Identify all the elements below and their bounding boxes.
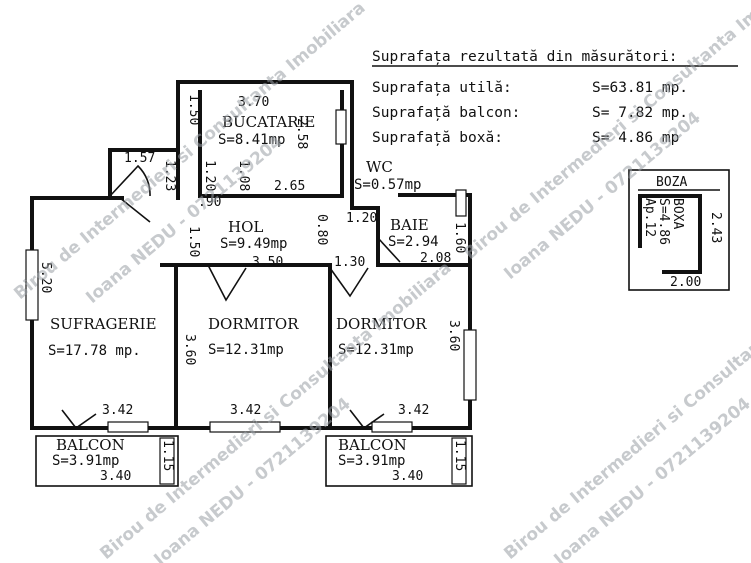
room-name-dormitor1: DORMITOR — [208, 315, 299, 333]
room-name-baie: BAIE — [390, 216, 429, 234]
dim-dorm1-bottom: 3.42 — [230, 403, 261, 418]
dim-balcon1-right: 1.15 — [160, 440, 175, 471]
window-baie — [455, 189, 467, 217]
boxa-dim-bottom: 2.00 — [670, 275, 701, 290]
boxa-dim-side: 2.43 — [708, 212, 723, 243]
dim-kitchen-right: 2.58 — [294, 118, 309, 149]
dim-123: 1.23 — [162, 160, 177, 191]
dim-kitchen-left: 1.50 — [186, 94, 201, 125]
summary-label-boxa: Suprafață boxă: — [372, 130, 503, 146]
watermark-line2-d: Ioana NEDU - 0721139204 — [550, 394, 751, 563]
room-name-balcon1: BALCON — [56, 436, 125, 454]
summary-value-balcon: S= 7.82 mp. — [592, 105, 688, 121]
room-area-balcon2: S=3.91mp — [338, 453, 405, 469]
boxa: BOZA BOXA S=4.86 Ap.12 2.43 2.00 — [628, 169, 730, 291]
room-name-hol: HOL — [228, 218, 263, 236]
doors — [61, 164, 401, 430]
dim-120b: 1.20 — [346, 211, 377, 226]
window-sufragerie — [25, 249, 39, 321]
summary-label-util: Suprafața utilă: — [372, 80, 512, 96]
watermark-line1-b: Birou de Intermedieri si Consultanta Imo… — [460, 0, 751, 264]
surface-summary: Suprafața rezultată din măsurători: Supr… — [372, 49, 738, 146]
dim-door-157: 1.57 — [124, 151, 155, 166]
window-dormitor2 — [463, 329, 477, 401]
dim-dorm2-right: 3.60 — [446, 320, 461, 351]
balcon2-window — [451, 437, 467, 485]
room-area-dormitor1: S=12.31mp — [208, 342, 284, 358]
dim-hol-left: 1.50 — [186, 226, 201, 257]
room-area-hol: S=9.49mp — [220, 236, 287, 252]
room-name-dormitor2: DORMITOR — [336, 315, 427, 333]
windows — [25, 109, 477, 433]
summary-label-balcon: Suprafață balcon: — [372, 105, 520, 121]
summary-value-boxa: S= 4.86 mp — [592, 130, 679, 146]
balcon1-outline — [35, 435, 179, 487]
dim-160: 1.60 — [452, 222, 467, 253]
dim-hol-right: 1.30 — [334, 255, 365, 270]
walls — [30, 80, 472, 430]
window-dormitor2-bottom — [371, 421, 413, 433]
window-sufragerie-bottom — [107, 421, 149, 433]
room-name-wc: WC — [366, 158, 393, 176]
dim-090: .90 — [198, 195, 221, 210]
balconies — [35, 435, 473, 487]
dim-dorm1-left: 3.60 — [182, 334, 197, 365]
summary-title: Suprafața rezultată din măsurători: — [372, 49, 678, 65]
balcon1-door — [61, 409, 97, 430]
room-name-balcon2: BALCON — [338, 436, 407, 454]
dimensions: 3.70 1.50 2.58 2.65 1.08 1.57 1.23 1.20 … — [38, 94, 467, 484]
dormitor2-door — [329, 267, 369, 298]
dim-kitchen-top: 3.70 — [238, 95, 269, 110]
room-area-balcon1: S=3.91mp — [52, 453, 119, 469]
boxa-frame — [628, 169, 730, 291]
dim-080: 0.80 — [314, 214, 329, 245]
room-area-bucatarie: S=8.41mp — [218, 132, 285, 148]
window-kitchen — [335, 109, 347, 145]
dim-hol-bottom: 3.50 — [252, 255, 283, 270]
dormitor1-door — [207, 264, 247, 302]
entry-door — [109, 164, 151, 197]
baie-door — [377, 237, 401, 263]
boxa-area: S=4.86 — [656, 198, 671, 245]
window-dormitor1 — [209, 421, 281, 433]
room-area-baie: S=2.94 — [388, 234, 439, 250]
room-area-wc: S=0.57mp — [354, 177, 421, 193]
summary-value-util: S=63.81 mp. — [592, 80, 688, 96]
room-name-bucatarie: BUCATARIE — [222, 113, 315, 131]
dim-kitchen-bottom: 2.65 — [274, 179, 305, 194]
dim-sufragerie-bottom: 3.42 — [102, 403, 133, 418]
dim-baie-bottom: 2.08 — [420, 251, 451, 266]
dim-kitchen-inner: 1.08 — [236, 160, 251, 191]
room-name-sufragerie: SUFRAGERIE — [50, 315, 157, 333]
boxa-title: BOZA — [656, 175, 687, 190]
dim-balcon1-bottom: 3.40 — [100, 469, 131, 484]
room-labels: BUCATARIE S=8.41mp HOL S=9.49mp WC S=0.5… — [48, 113, 439, 469]
dim-120: 1.20 — [202, 160, 217, 191]
dim-sufragerie-left: 5.20 — [38, 262, 53, 293]
balcon2-door — [349, 409, 385, 430]
boxa-name: BOXA — [670, 198, 685, 229]
watermark-line1-a: Birou de Intermedieri si Consultanta Imo… — [10, 0, 369, 304]
room-area-dormitor2: S=12.31mp — [338, 342, 414, 358]
balcon1-window — [159, 437, 175, 485]
sufragerie-door — [119, 197, 151, 223]
room-area-sufragerie: S=17.78 mp. — [48, 343, 141, 359]
dim-balcon2-bottom: 3.40 — [392, 469, 423, 484]
dim-dorm2-bottom: 3.42 — [398, 403, 429, 418]
boxa-ap: Ap.12 — [642, 198, 657, 237]
dim-balcon2-right: 1.15 — [452, 440, 467, 471]
balcon2-outline — [325, 435, 473, 487]
